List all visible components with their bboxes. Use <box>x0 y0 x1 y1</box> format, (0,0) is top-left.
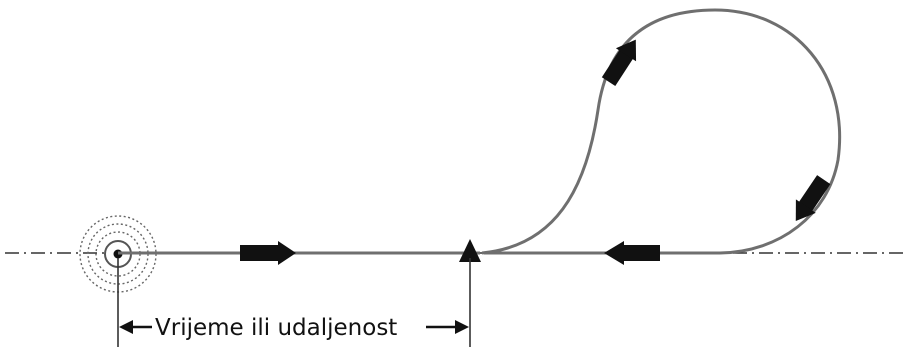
arrow-right-icon <box>240 241 296 265</box>
arrow-down-left-icon <box>795 175 831 222</box>
distance-label: Vrijeme ili udaljenost <box>155 315 397 341</box>
fix-triangle-icon <box>459 239 481 262</box>
dimension-arrow-left <box>119 320 152 334</box>
teardrop-loop <box>481 8 841 255</box>
arrow-up-right-icon <box>601 39 637 86</box>
arrow-left-icon <box>604 241 660 265</box>
dimension-arrow-right <box>426 320 469 334</box>
